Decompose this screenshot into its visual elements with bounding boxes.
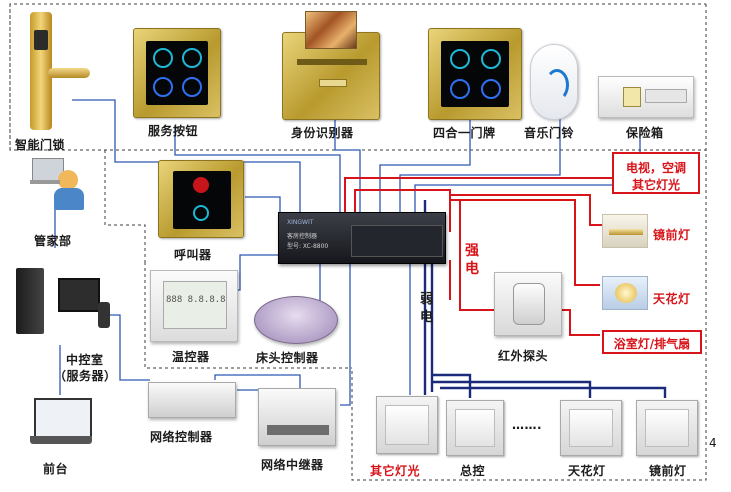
wire-server-netctrl [105,314,150,381]
network-controller-device [148,382,236,418]
mirror-light-image [602,214,648,248]
controller-model-line1: 客房控制器 [287,233,318,240]
bedside-controller-label: 床头控制器 [256,351,319,365]
controller-brand: XINGWIT [287,219,314,226]
wire-repeater-controller [340,255,351,406]
dashed-butler-link [104,150,146,262]
doorplate-label: 四合一门牌 [433,126,496,140]
other-lights-switch[interactable] [376,396,438,454]
wire-doorbell [399,110,561,232]
thermostat-label: 温控器 [172,350,210,364]
dashed-top-boundary [9,3,706,150]
network-repeater-device [258,388,336,446]
doorplate-icon-2 [481,49,501,69]
mirror-light-switch[interactable] [636,400,698,456]
music-doorbell-device[interactable] [530,44,578,120]
server-label: （服务器） [54,369,117,383]
doorbell-button-icon [545,69,569,101]
safe-box-device[interactable] [598,76,694,118]
call-device[interactable] [158,160,244,238]
service-button-label: 服务按钮 [148,124,199,138]
strong-power-label-1: 强 [465,243,480,259]
service-icon-1 [153,48,173,68]
front-desk-label: 前台 [43,462,69,476]
front-desk-laptop [30,398,92,448]
other-lights-label: 其它灯光 [370,464,421,478]
doorplate-device[interactable] [428,28,522,120]
smart-lock-label: 智能门锁 [15,138,66,152]
thermostat-display: 888 8.8.8.8 [166,295,226,305]
key-card-image [305,11,357,49]
service-icon-2 [182,48,202,68]
corner-number: 4 [709,436,718,450]
butler-computer-device [28,158,88,216]
service-icon-4 [182,77,202,97]
bath-light-box: 浴室灯/排气扇 [602,330,702,354]
safe-box-label: 保险箱 [626,126,664,140]
butler-label: 管家部 [34,234,72,248]
mirror-light-switch-label: 镜前灯 [649,464,687,478]
central-control-label: 中控室 [66,353,104,367]
tv-ac-line2: 其它灯光 [631,178,680,192]
wire-doorplate [379,110,471,232]
ir-probe-device [494,272,562,336]
strong-power-label-2: 电 [465,261,480,277]
mirror-light-right-label: 镜前灯 [653,228,691,242]
room-controller-device: XINGWIT 客房控制器 型号: XC-8800 [278,212,446,264]
server-device [16,268,112,338]
weak-power-label-1: 弱 [420,292,434,307]
bus-ceiling-switch [432,380,592,398]
tv-ac-line1: 电视，空调 [625,161,686,175]
weak-power-wires [54,75,641,406]
smart-lock-device [22,12,90,130]
dashed-boundaries [9,3,707,481]
master-switch[interactable] [446,400,504,456]
call-device-label: 呼叫器 [174,248,212,262]
wire-call-device [245,196,281,232]
weak-power-label-2: 电 [420,310,434,325]
call-icon-red [193,177,209,193]
controller-port-block [351,225,443,257]
thermostat-device[interactable]: 888 8.8.8.8 [150,270,238,342]
network-repeater-label: 网络中继器 [261,458,324,472]
ceiling-light-image [602,276,648,310]
bath-light-label: 浴室灯/排气扇 [613,337,691,351]
controller-model-line2: 型号: XC-8800 [287,243,329,250]
id-reader-label: 身份识别器 [291,126,354,140]
strong-loop [354,189,451,232]
service-icon-3 [153,77,173,97]
music-doorbell-label: 音乐门铃 [524,126,575,140]
strong-bath [459,200,600,336]
master-switch-label: 总控 [460,464,486,478]
service-button-device[interactable] [133,28,221,118]
bus-master-switch [432,373,472,398]
wire-service-button [174,125,341,232]
ir-probe-label: 红外探头 [498,349,549,363]
ceiling-light-right-label: 天花灯 [653,292,691,306]
wire-netctrl-repeater-2 [214,374,301,390]
wire-lock [72,99,301,232]
doorplate-icon-4 [481,79,501,99]
call-icon-blue [193,205,209,221]
ellipsis-dots: ……. [512,418,543,432]
bus-mirror-switch [440,386,667,398]
strong-ceiling [450,199,600,286]
bedside-controller-device[interactable] [254,296,338,344]
network-controller-label: 网络控制器 [150,430,213,444]
doorplate-icon-1 [450,49,470,69]
ceiling-light-switch-label: 天花灯 [568,464,606,478]
ceiling-light-switch[interactable] [560,400,622,456]
doorplate-icon-3 [450,79,470,99]
tv-ac-box: 电视，空调 其它灯光 [612,152,700,194]
id-reader-device[interactable] [282,11,380,120]
strong-mirror [450,194,602,226]
